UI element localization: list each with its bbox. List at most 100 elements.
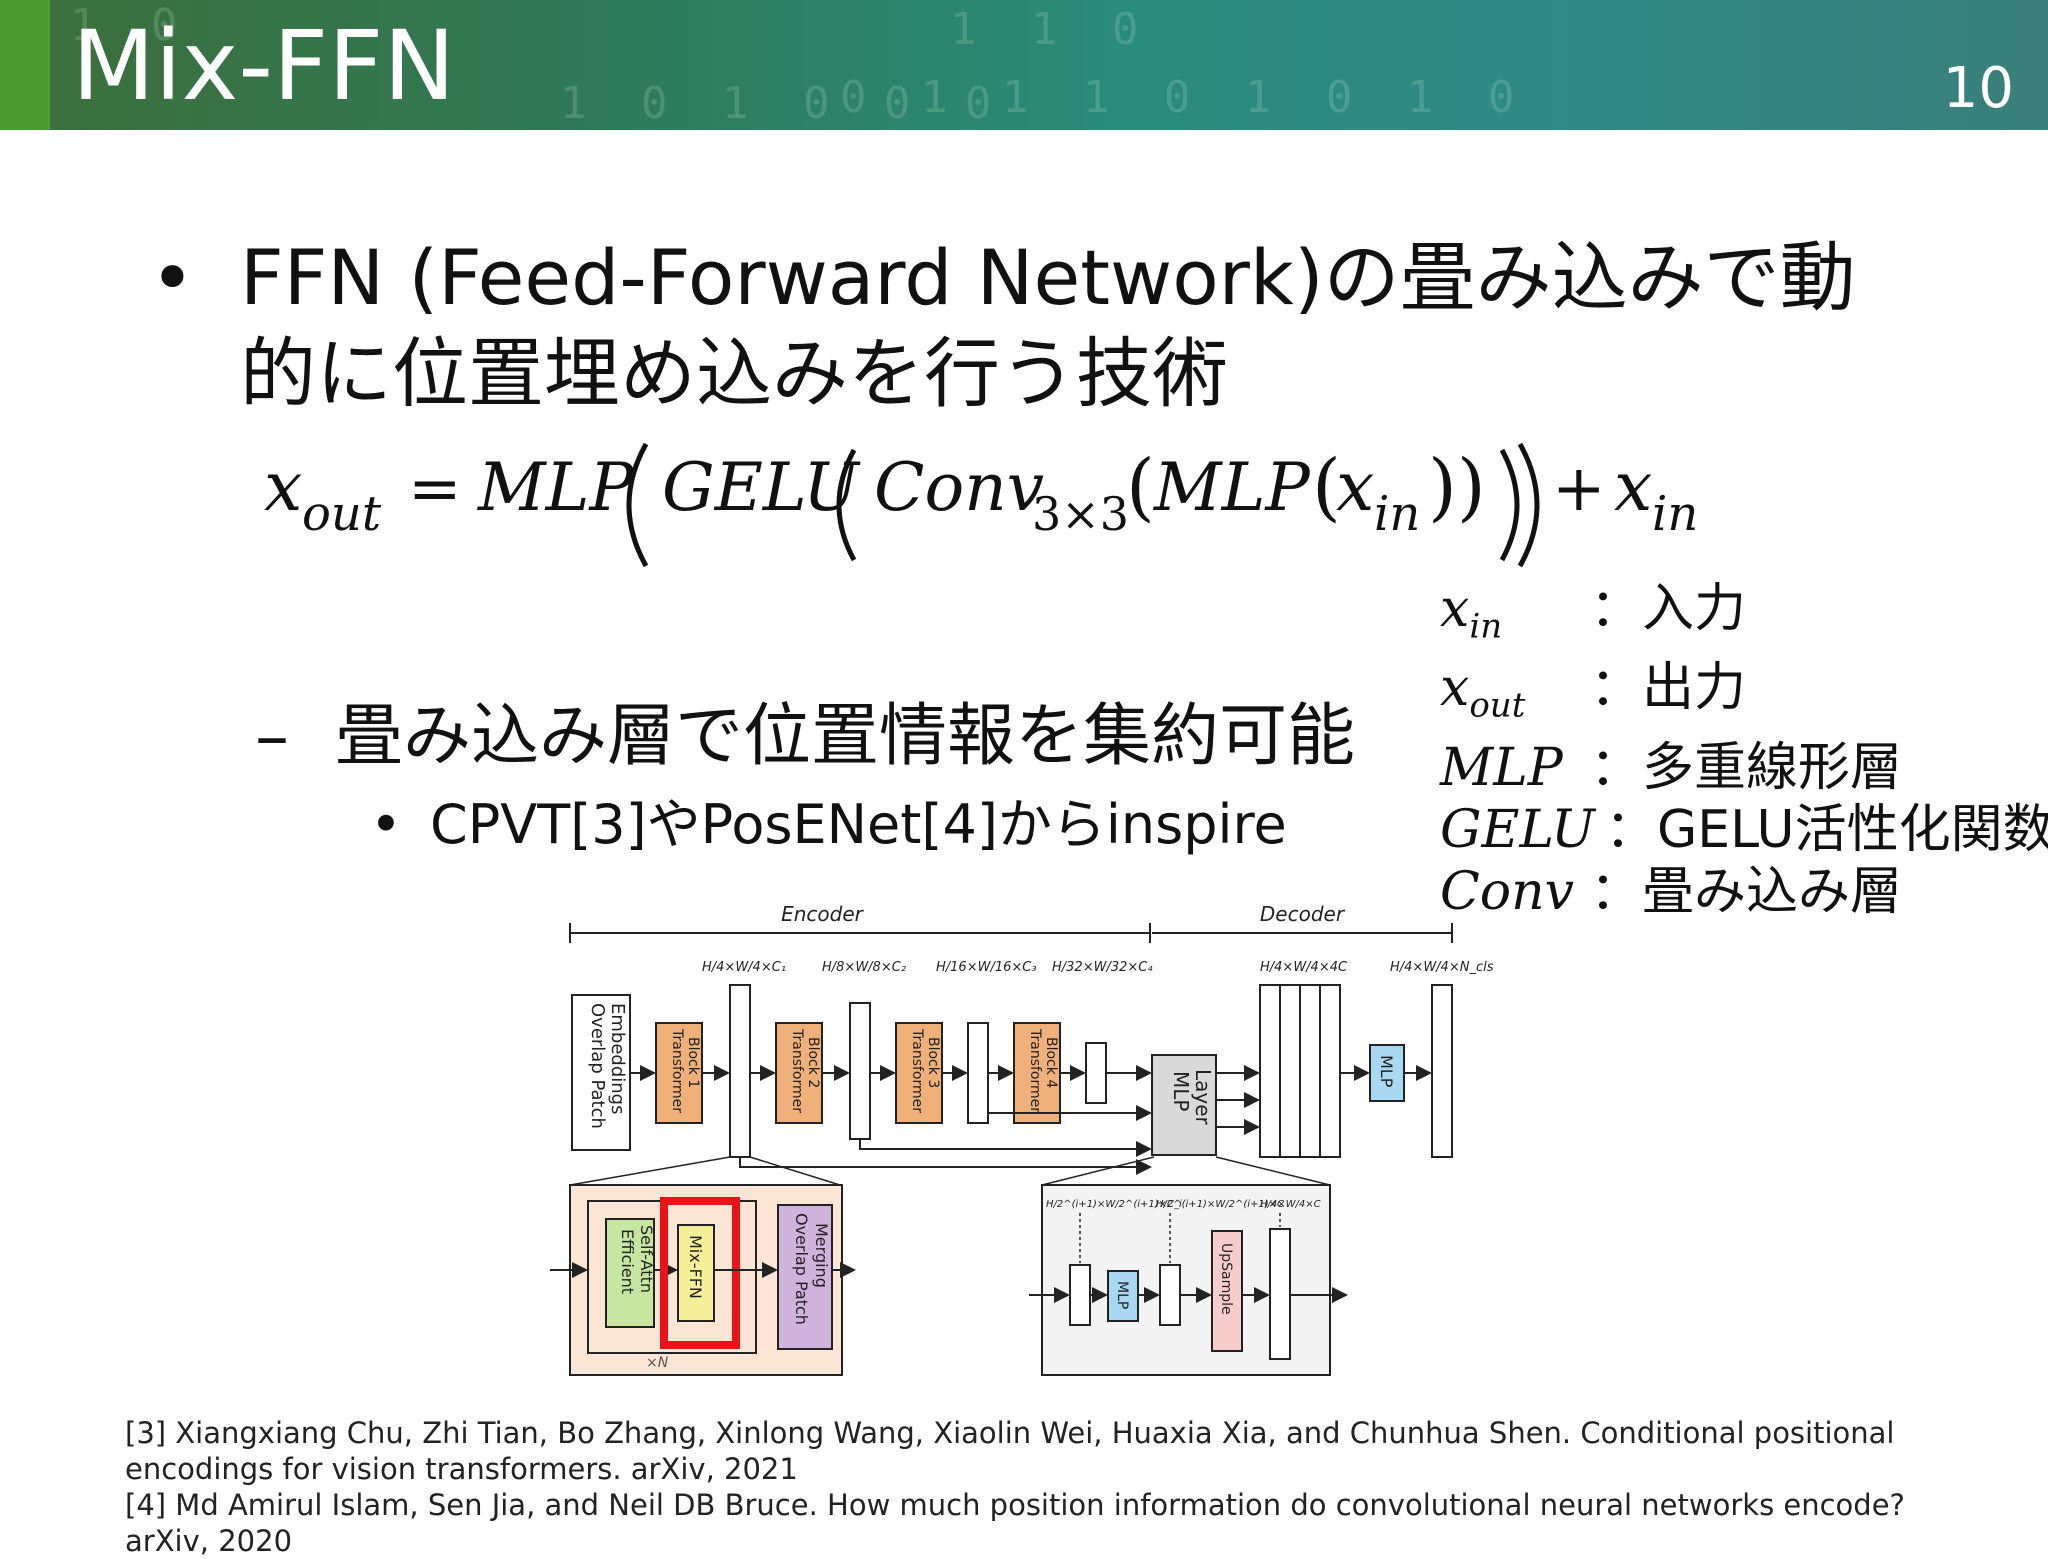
overlap-patch-embeddings-box [571, 994, 631, 1151]
formula-conv: Conv [874, 449, 1044, 526]
formula-xin-2: x [1614, 448, 1652, 527]
overlap-patch-merging-box [777, 1204, 833, 1350]
efficient-self-attn-label: Efficient [618, 1229, 637, 1294]
mlp-layer-label: MLP [1169, 1071, 1193, 1111]
transformer-block-4-sublabel: Block 4 [1043, 1037, 1059, 1088]
sub-sub-bullet: •CPVT[3]やPosENet[4]からinspire [370, 780, 1287, 859]
formula-conv-sub: 3×3 [1032, 487, 1129, 541]
main-bullet-line-2: 的に位置埋め込みを行う技術 [240, 329, 1228, 418]
header-digits-2: 1 1 0 [950, 4, 1153, 55]
formula-xin-2-sub: in [1652, 486, 1698, 542]
efficient-self-attn-label-2: Self-Attn [637, 1225, 656, 1293]
definition-row: xin ：入力 [1440, 578, 2048, 657]
transformer-block-1-label: Transformer [669, 1028, 685, 1113]
definition-text: ：出力 [1590, 658, 1747, 719]
mix-ffn-label: Mix-FFN [686, 1235, 705, 1299]
feature-map-4 [1085, 1042, 1107, 1104]
stage-1: Transformer Block 1 [655, 984, 776, 1158]
dim-label-stage-2: H/8×W/8×C₂ [822, 960, 906, 975]
formula-xin: x [1336, 448, 1374, 527]
mlp-layer-box [1151, 1054, 1217, 1156]
stage-3: Transformer Block 3 [895, 1022, 1014, 1124]
definition-text: ：GELU活性化関数 [1605, 799, 2048, 860]
definition-text: ：入力 [1590, 579, 1747, 639]
definition-symbol: MLP [1440, 737, 1563, 798]
references: [3] Xiangxiang Chu, Zhi Tian, Bo Zhang, … [125, 1415, 1975, 1559]
definition-text: ：畳み込み層 [1590, 861, 1903, 922]
bullet-marker: • [150, 233, 195, 322]
encoder-label: Encoder [781, 902, 865, 926]
definition-symbol: Conv [1440, 861, 1574, 922]
formula-close-parens: )) [1428, 444, 1486, 530]
mlp-layer-label-2: Layer [1191, 1069, 1215, 1126]
definition-symbol: GELU [1440, 799, 1596, 860]
mix-ffn-highlight [660, 1197, 740, 1349]
formula-lhs: x [264, 448, 302, 527]
sub-bullet-marker: – [255, 697, 289, 776]
transformer-block-4 [1013, 1022, 1061, 1124]
formula-equals: = [408, 452, 462, 526]
decoder-label: Decoder [1260, 902, 1346, 926]
detail-dim-1: H/2^(i+1)×W/2^(i+1)×C_i [1046, 1199, 1182, 1210]
decoder-mlp-box [1107, 1270, 1139, 1322]
transformer-block-2-label: Transformer [789, 1028, 805, 1113]
formula-xin-sub: in [1374, 486, 1420, 542]
header-digits-3: 0 1 1 1 0 1 0 1 0 [840, 72, 1529, 123]
reference-4: [4] Md Amirul Islam, Sen Jia, and Neil D… [125, 1488, 1905, 1558]
definition-row: xout ：出力 [1440, 657, 2048, 736]
slide-header: 1 0 1 1 0 0 1 1 1 0 1 0 1 0 1 0 1 0 0 0 … [0, 0, 2048, 130]
overlap-patch-merging-label: Overlap Patch [792, 1213, 811, 1325]
definition-row: Conv ：畳み込み層 [1440, 861, 2048, 923]
dim-label-stage-4: H/32×W/32×C₄ [1052, 960, 1153, 975]
feature-map-1 [729, 984, 751, 1158]
decoder-mid-map [1159, 1264, 1181, 1326]
definition-row: MLP：多重線形層 [1440, 737, 2048, 799]
header-digits-1: 1 0 [70, 0, 192, 51]
formula-plus: + [1552, 452, 1606, 526]
slide-title: Mix-FFN [72, 10, 456, 122]
header-digits-4: 1 0 1 0 0 0 [560, 78, 1006, 129]
overlap-patch-embeddings-label-2: Embeddings [607, 1003, 628, 1114]
decoder-mlp-label: MLP [1114, 1281, 1130, 1309]
dim-label-stage-3: H/16×W/16×C₃ [936, 960, 1037, 975]
upsample-box [1211, 1230, 1243, 1352]
dim-label-output: H/4×W/4×N_cls [1390, 960, 1494, 975]
stage-2: Transformer Block 2 [775, 1002, 896, 1140]
segformer-architecture-figure: Encoder Decoder H/4×W/4×C₁ H/8×W/8×C₂ H/… [550, 902, 1494, 1376]
formula-lhs-sub: out [302, 486, 382, 542]
definition-symbol: xout [1440, 658, 1526, 726]
symbol-definitions: xin：入力 xout：出力 MLP：多重線形層 GELU：GELU活性化関数 … [1440, 578, 2048, 923]
formula-mlp: MLP [477, 449, 635, 526]
mlp-head-label: MLP [1377, 1055, 1396, 1088]
formula-gelu: GELU [662, 449, 861, 526]
sub-bullet: –畳み込み層で位置情報を集約可能 [255, 680, 1355, 779]
page-number: 10 [1942, 56, 2014, 121]
detail-dim-2: H/2^(i+1)×W/2^(i+1)×C [1156, 1199, 1284, 1210]
efficient-self-attn-box [605, 1218, 655, 1328]
formula-open-paren: ( [1126, 444, 1155, 530]
transformer-block-2 [775, 1022, 823, 1124]
decoder-feature-stack [1259, 984, 1341, 1158]
reference-3: [3] Xiangxiang Chu, Zhi Tian, Bo Zhang, … [125, 1416, 1895, 1486]
formula-mlp-inner: MLP [1153, 449, 1311, 526]
sub-bullet-text: 畳み込み層で位置情報を集約可能 [335, 697, 1356, 776]
detail-dim-3: H/4×W/4×C [1260, 1199, 1321, 1210]
overlap-patch-embeddings-label: Overlap Patch [587, 1003, 608, 1129]
main-bullet-line-1: FFN (Feed-Forward Network)の畳み込みで動 [240, 233, 1856, 322]
mix-ffn-box [677, 1224, 715, 1322]
overlap-patch-merging-label-2: Merging [812, 1223, 831, 1288]
decoder-input-map [1069, 1264, 1091, 1326]
transformer-block-1-sublabel: Block 1 [685, 1037, 701, 1088]
transformer-block-2-sublabel: Block 2 [805, 1037, 821, 1088]
mlp-head-box [1369, 1044, 1405, 1102]
header-accent-bar [0, 0, 50, 130]
decoder-output-map [1269, 1228, 1291, 1360]
definition-row: GELU：GELU活性化関数 [1440, 799, 2048, 861]
upsample-label: UpSample [1218, 1243, 1234, 1315]
feature-map-2 [849, 1002, 871, 1140]
feature-map-3 [967, 1022, 989, 1124]
sub-sub-bullet-marker: • [370, 793, 402, 856]
definition-symbol: xin [1440, 579, 1503, 647]
output-map [1431, 984, 1453, 1158]
repeat-n-label: ×N [646, 1355, 669, 1371]
